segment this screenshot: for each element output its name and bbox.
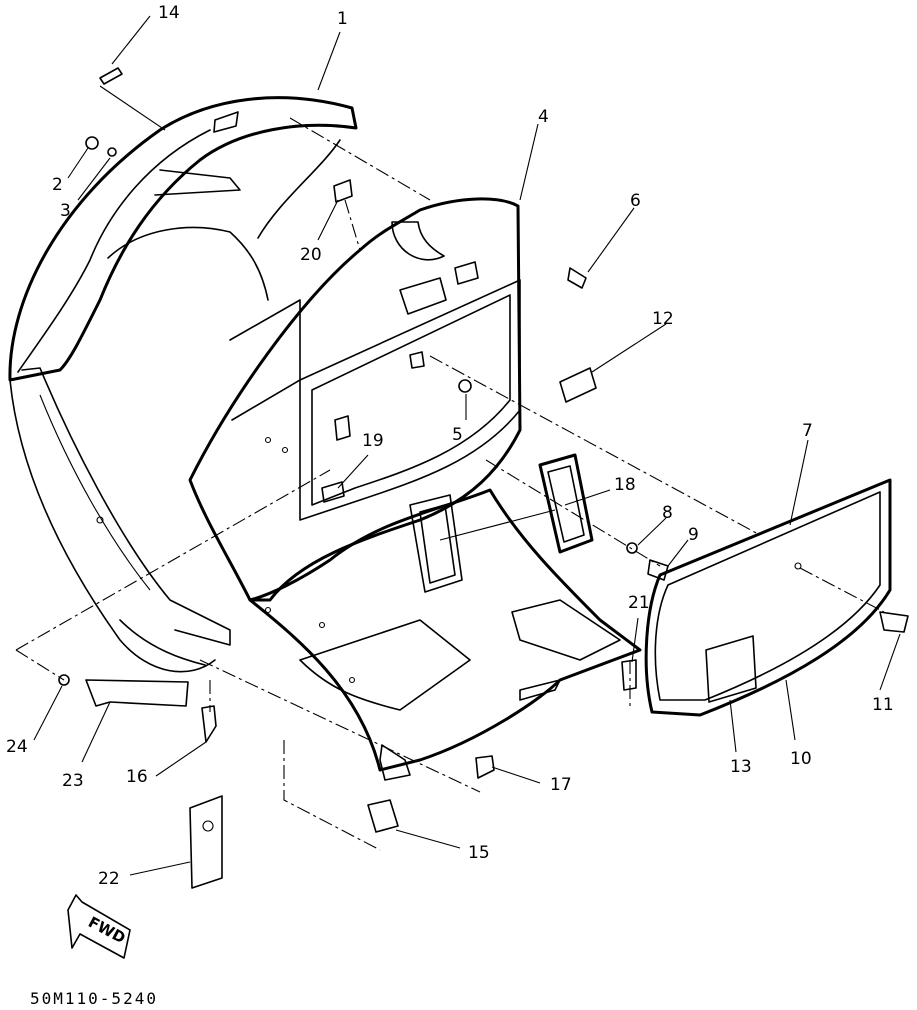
callout-12: 12 bbox=[652, 309, 674, 329]
washer-8 bbox=[626, 542, 638, 554]
nut-5 bbox=[458, 379, 472, 393]
fastener-16 bbox=[201, 705, 217, 743]
callout-21: 21 bbox=[628, 593, 650, 613]
callout-13: 13 bbox=[730, 757, 752, 777]
cover-plate-part bbox=[559, 367, 597, 403]
callout-1: 1 bbox=[337, 9, 348, 29]
callout-3: 3 bbox=[60, 201, 71, 221]
screw-6 bbox=[567, 267, 587, 289]
forward-arrow-icon: FWD bbox=[67, 894, 131, 959]
callout-17: 17 bbox=[550, 775, 572, 795]
callout-4: 4 bbox=[538, 107, 549, 127]
inner-panel-part bbox=[188, 197, 522, 602]
fasteners bbox=[58, 67, 909, 889]
nut-2 bbox=[85, 136, 99, 150]
screw-9 bbox=[647, 559, 669, 581]
screw-14 bbox=[99, 67, 123, 85]
washer-3 bbox=[107, 147, 117, 157]
callout-6: 6 bbox=[630, 191, 641, 211]
callout-15: 15 bbox=[468, 843, 490, 863]
callout-16: 16 bbox=[126, 767, 148, 787]
callout-22: 22 bbox=[98, 869, 120, 889]
stay-23 bbox=[85, 679, 189, 707]
front-leg-shield-part bbox=[8, 96, 358, 673]
callout-10: 10 bbox=[790, 749, 812, 769]
clip-24 bbox=[58, 674, 70, 686]
callout-14: 14 bbox=[158, 3, 180, 23]
clip-11 bbox=[879, 611, 909, 633]
pocket-lid-part bbox=[644, 478, 892, 717]
plate-22 bbox=[189, 795, 223, 889]
lower-floor-panel bbox=[248, 488, 642, 781]
callout-7: 7 bbox=[802, 421, 813, 441]
pocket-trim-part bbox=[538, 453, 594, 554]
callout-5: 5 bbox=[452, 425, 463, 445]
drawing-number: 50M110-5240 bbox=[30, 989, 158, 1008]
callout-18: 18 bbox=[614, 475, 636, 495]
bracket-15 bbox=[367, 799, 399, 833]
callout-19: 19 bbox=[362, 431, 384, 451]
callout-2: 2 bbox=[52, 175, 63, 195]
callout-labels: 14 1 2 3 4 6 20 12 19 5 7 18 8 9 21 11 2… bbox=[6, 3, 894, 889]
callout-24: 24 bbox=[6, 737, 28, 757]
assembly-lines bbox=[15, 117, 885, 851]
callout-8: 8 bbox=[662, 503, 673, 523]
callout-23: 23 bbox=[62, 771, 84, 791]
callout-11: 11 bbox=[872, 695, 894, 715]
fwd-label: FWD bbox=[85, 913, 128, 947]
leader-lines bbox=[33, 15, 901, 876]
clip-part-20 bbox=[333, 179, 353, 203]
bolt-17 bbox=[475, 755, 495, 779]
bolt-21 bbox=[621, 659, 637, 691]
callout-20: 20 bbox=[300, 245, 322, 265]
callout-9: 9 bbox=[688, 525, 699, 545]
